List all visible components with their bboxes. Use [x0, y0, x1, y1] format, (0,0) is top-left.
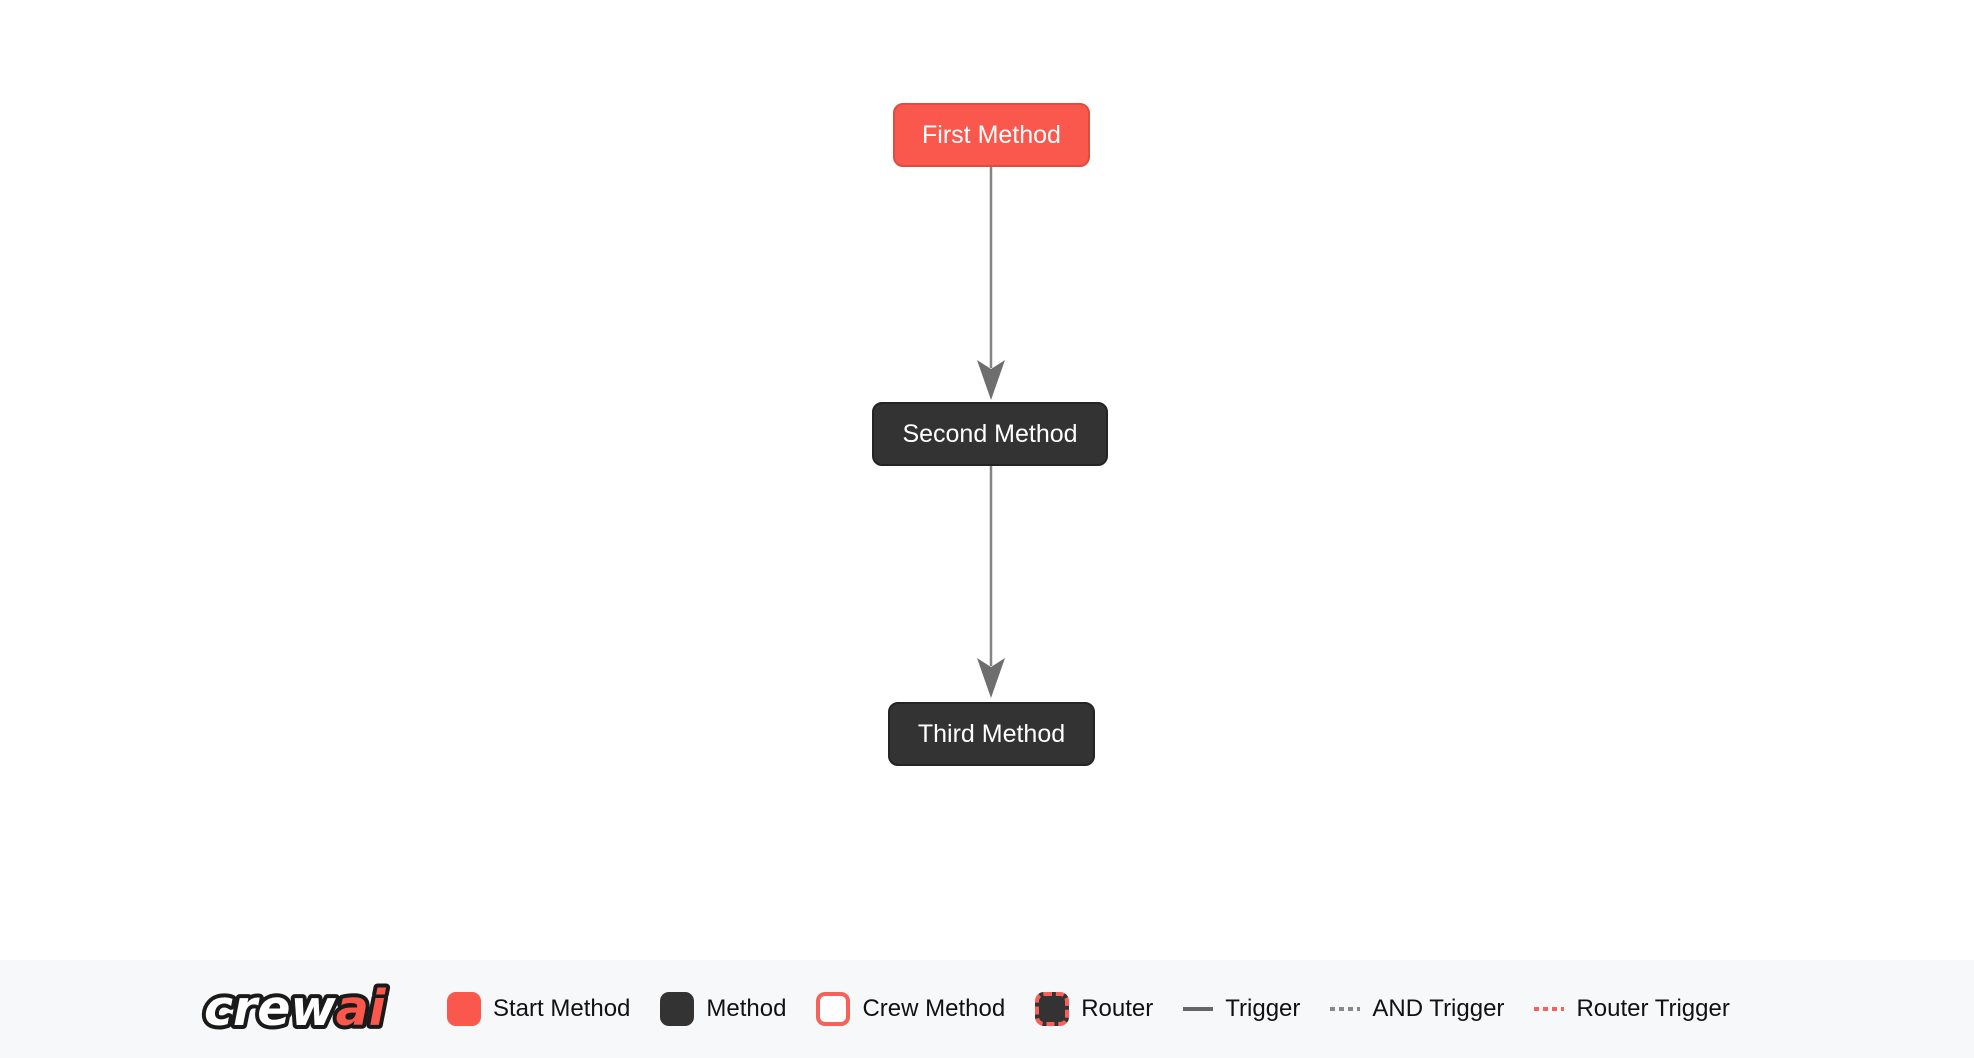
legend-label: Start Method: [493, 995, 631, 1022]
legend-label: Router: [1081, 995, 1154, 1022]
node-label: First Method: [922, 120, 1061, 149]
flow-canvas[interactable]: First Method Second Method Third Method: [0, 0, 1974, 960]
legend-item-router: Router: [1035, 992, 1153, 1026]
svg-text:crewai: crewai: [204, 980, 387, 1037]
node-second-method[interactable]: Second Method: [872, 402, 1108, 466]
legend-label: Crew Method: [862, 995, 1006, 1022]
edge-trigger-first-to-second[interactable]: [977, 167, 1005, 400]
node-label: Third Method: [917, 719, 1066, 748]
legend-label: Method: [706, 995, 787, 1022]
legend-item-trigger: Trigger: [1183, 995, 1300, 1023]
legend-item-start-method: Start Method: [447, 992, 630, 1026]
router-trigger-line-icon: [1534, 1007, 1565, 1011]
node-label: Second Method: [902, 419, 1078, 448]
crew-method-swatch-icon: [816, 992, 851, 1026]
legend-label: AND Trigger: [1372, 995, 1505, 1022]
legend-bar: crewai Start Method Method Crew Method R…: [0, 960, 1974, 1058]
legend-label: Trigger: [1225, 995, 1301, 1022]
legend-item-method: Method: [660, 992, 786, 1026]
legend-item-crew-method: Crew Method: [816, 992, 1005, 1026]
legend-item-router-trigger: Router Trigger: [1534, 995, 1730, 1023]
method-swatch-icon: [660, 992, 695, 1026]
router-swatch-icon: [1035, 992, 1070, 1026]
start-method-swatch-icon: [447, 992, 481, 1026]
logo-ai-text: ai: [336, 980, 387, 1037]
legend-item-and-trigger: AND Trigger: [1330, 995, 1504, 1023]
trigger-line-icon: [1183, 1007, 1214, 1011]
legend-label: Router Trigger: [1576, 995, 1730, 1022]
node-third-method[interactable]: Third Method: [888, 702, 1095, 766]
edge-trigger-second-to-third[interactable]: [977, 466, 1005, 698]
crewai-logo: crewai: [200, 977, 391, 1041]
logo-crew-text: crew: [204, 980, 336, 1037]
node-first-method[interactable]: First Method: [893, 103, 1090, 167]
and-trigger-line-icon: [1330, 1007, 1361, 1011]
